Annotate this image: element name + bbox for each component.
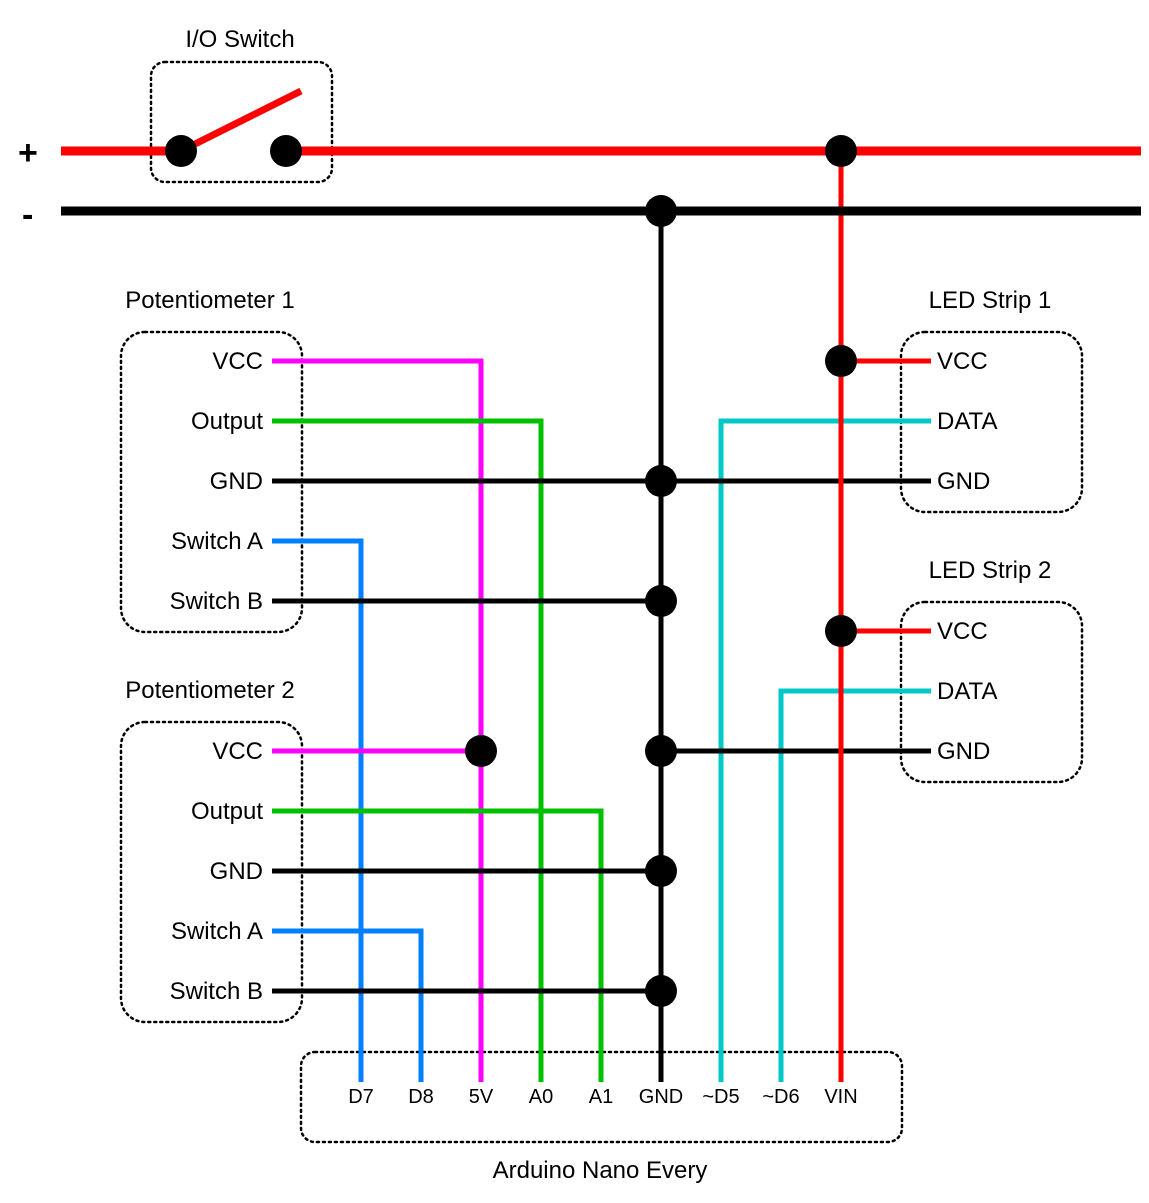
arduino-pin-vin: VIN xyxy=(824,1086,857,1108)
arduino-pin-d5: ~D5 xyxy=(702,1086,739,1108)
wire-a0 xyxy=(272,418,544,1082)
junction-vin-rail xyxy=(825,135,857,167)
potentiometer-1-title: Potentiometer 1 xyxy=(125,287,294,314)
pot2-pin-output: Output xyxy=(191,798,263,825)
arduino-pin-5v: 5V xyxy=(469,1086,494,1108)
led1-pin-data: DATA xyxy=(937,408,997,435)
io-switch-box xyxy=(149,60,334,184)
junction-vcc-led2 xyxy=(825,615,857,647)
junction-switchb-pot2 xyxy=(645,975,677,1007)
wire-d6 xyxy=(778,688,931,1082)
junction-gnd-pot2 xyxy=(645,855,677,887)
pot1-pin-gnd: GND xyxy=(210,468,263,495)
pot1-pin-switch-b: Switch B xyxy=(170,588,263,615)
wire-d7 xyxy=(272,538,364,1082)
arduino-pin-d8: D8 xyxy=(408,1086,434,1108)
arduino-pin-gnd: GND xyxy=(639,1086,683,1108)
arduino-title: Arduino Nano Every xyxy=(493,1157,708,1184)
arduino-pin-a0: A0 xyxy=(529,1086,553,1108)
led-strip-2-title: LED Strip 2 xyxy=(929,557,1052,584)
switch-lever xyxy=(179,87,303,155)
wire-d5 xyxy=(718,418,931,1082)
wire-5v-pot1 xyxy=(272,358,484,1082)
junction-switchb-pot1 xyxy=(645,585,677,617)
junctions xyxy=(165,135,857,1007)
junction-vcc-led1 xyxy=(825,345,857,377)
led2-pin-vcc: VCC xyxy=(937,618,988,645)
junction-gnd-pot1 xyxy=(645,465,677,497)
pot2-pin-vcc: VCC xyxy=(212,738,263,765)
io-switch-title: I/O Switch xyxy=(185,26,294,53)
led1-pin-vcc: VCC xyxy=(937,348,988,375)
junction-gnd-rail xyxy=(645,195,677,227)
junction-5v-pot2 xyxy=(465,735,497,767)
pot1-pin-output: Output xyxy=(191,408,263,435)
switch-terminal-left xyxy=(165,135,197,167)
pot2-pin-gnd: GND xyxy=(210,858,263,885)
pot2-pin-switch-a: Switch A xyxy=(171,918,263,945)
positive-sign: + xyxy=(18,134,38,172)
arduino-pin-a1: A1 xyxy=(589,1086,613,1108)
pot1-pin-vcc: VCC xyxy=(212,348,263,375)
switch-terminal-right xyxy=(270,135,302,167)
led2-pin-gnd: GND xyxy=(937,738,990,765)
led2-pin-data: DATA xyxy=(937,678,997,705)
led1-pin-gnd: GND xyxy=(937,468,990,495)
led-strip-1-title: LED Strip 1 xyxy=(929,287,1052,314)
arduino-pin-d6: ~D6 xyxy=(762,1086,799,1108)
arduino-pin-d7: D7 xyxy=(348,1086,374,1108)
junction-gnd-led2 xyxy=(645,735,677,767)
negative-sign: - xyxy=(22,196,33,234)
pot1-pin-switch-a: Switch A xyxy=(171,528,263,555)
arduino-box xyxy=(299,1050,904,1144)
wire-d8 xyxy=(272,928,424,1082)
pot2-pin-switch-b: Switch B xyxy=(170,978,263,1005)
wire-a1 xyxy=(272,808,604,1082)
potentiometer-2-title: Potentiometer 2 xyxy=(125,677,294,704)
